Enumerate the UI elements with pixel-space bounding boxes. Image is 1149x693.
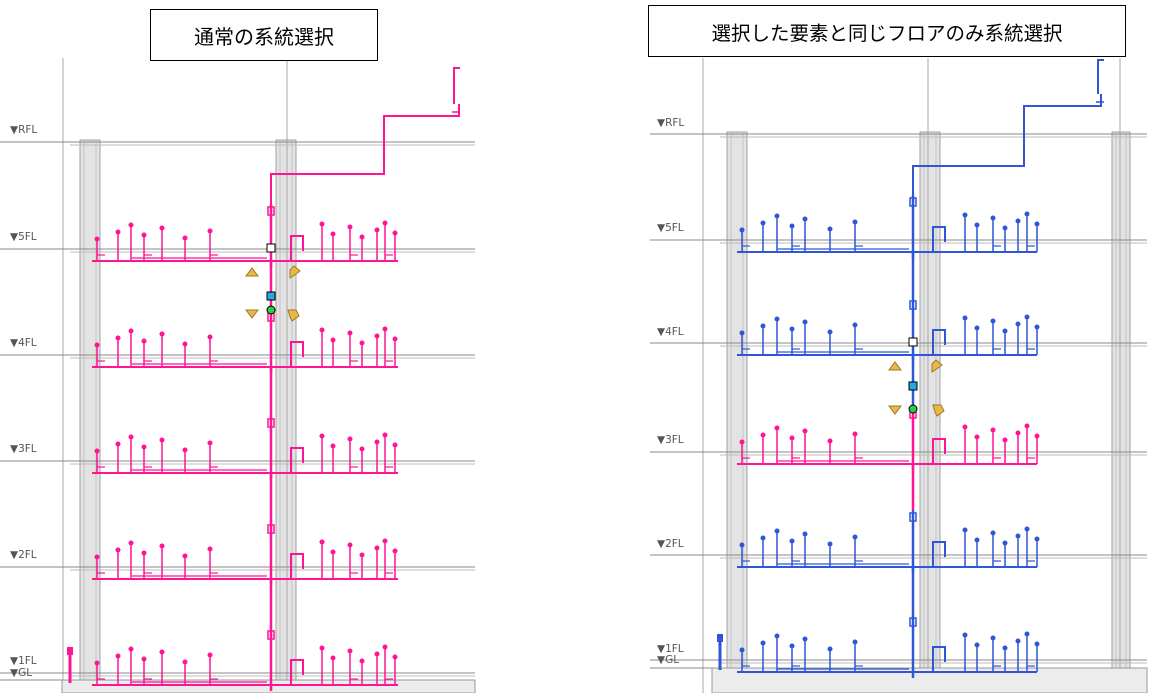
elbow: [932, 541, 946, 567]
flip-up-icon: [245, 267, 259, 277]
floor-label-GL: ▼GL: [10, 667, 32, 679]
elbow: [290, 341, 304, 367]
riser-fitting: [267, 630, 275, 640]
elbow: [932, 646, 946, 672]
title-box-normal: 通常の系統選択: [150, 9, 378, 61]
selection-handles: [245, 243, 301, 322]
floor-label-1FL: ▼1FL: [10, 655, 37, 667]
flip-down-icon: [245, 309, 259, 319]
pipe-group-3FL: [737, 407, 1040, 470]
ground: [61, 679, 476, 693]
column-1: [275, 139, 297, 693]
floor-label-RFL: ▼RFL: [10, 124, 37, 136]
pipe-group-1FL: [737, 615, 1040, 678]
pipe-group-4FL: [92, 310, 398, 373]
floor-label-5FL: ▼5FL: [10, 231, 37, 243]
floor-label-4FL: ▼4FL: [10, 337, 37, 349]
floor-label-RFL: ▼RFL: [657, 117, 684, 129]
floor-label-2FL: ▼2FL: [10, 549, 37, 561]
pipe-group-2FL: [92, 522, 398, 585]
riser-fitting: [267, 524, 275, 534]
grip-endpoint: [908, 337, 918, 347]
pipe-group-RFL: [270, 67, 460, 204]
roof-vent: [1097, 59, 1104, 94]
column-0: [79, 139, 101, 693]
pipe-group-5FL: [92, 204, 398, 267]
title-box-same-floor: 選択した要素と同じフロアのみ系統選択: [648, 5, 1126, 57]
grip-endpoint: [266, 243, 276, 253]
elbow: [290, 447, 304, 473]
grip-connector: [266, 305, 276, 315]
elbow: [290, 235, 304, 261]
grip-connector: [908, 404, 918, 414]
floor-label-GL: ▼GL: [657, 654, 679, 666]
floor-label-5FL: ▼5FL: [657, 222, 684, 234]
riser-fitting: [909, 617, 917, 627]
floor-label-1FL: ▼1FL: [657, 643, 684, 655]
riser-fitting: [267, 206, 275, 216]
elbow: [290, 553, 304, 579]
pipe-group-RFL: [912, 59, 1104, 195]
floor-label-3FL: ▼3FL: [10, 443, 37, 455]
flip-up-icon: [888, 361, 902, 371]
elbow: [932, 329, 946, 355]
selection-handles: [888, 337, 945, 417]
pipe-group-4FL: [737, 298, 1040, 361]
panel-same: [650, 58, 1148, 693]
rotate-down-icon: [932, 404, 945, 417]
roof-run: [912, 94, 1102, 195]
pipe-group-5FL: [737, 195, 1040, 258]
ground-pipe-cap: [67, 647, 73, 655]
ground-pipe-cap: [717, 634, 723, 642]
panel-normal: [0, 58, 476, 693]
riser-fitting: [909, 197, 917, 207]
grip-midpoint: [908, 381, 918, 391]
rotate-down-icon: [287, 309, 300, 322]
roof-run: [270, 104, 460, 204]
floor-label-3FL: ▼3FL: [657, 434, 684, 446]
roof-vent: [453, 67, 460, 104]
pipe-group-2FL: [737, 510, 1040, 573]
pipe-group-3FL: [92, 416, 398, 479]
floor-label-4FL: ▼4FL: [657, 326, 684, 338]
elbow: [932, 226, 946, 252]
rotate-up-icon: [931, 359, 943, 373]
floor-label-2FL: ▼2FL: [657, 538, 684, 550]
grip-midpoint: [266, 291, 276, 301]
elbow: [932, 438, 946, 464]
column-2: [1111, 131, 1131, 693]
riser-fitting: [267, 418, 275, 428]
rotate-up-icon: [289, 265, 301, 279]
riser-fitting: [909, 300, 917, 310]
column-0: [726, 131, 748, 693]
elbow: [290, 659, 304, 685]
riser-fitting: [909, 512, 917, 522]
pipe-group-1FL: [92, 628, 398, 691]
flip-down-icon: [888, 405, 902, 415]
